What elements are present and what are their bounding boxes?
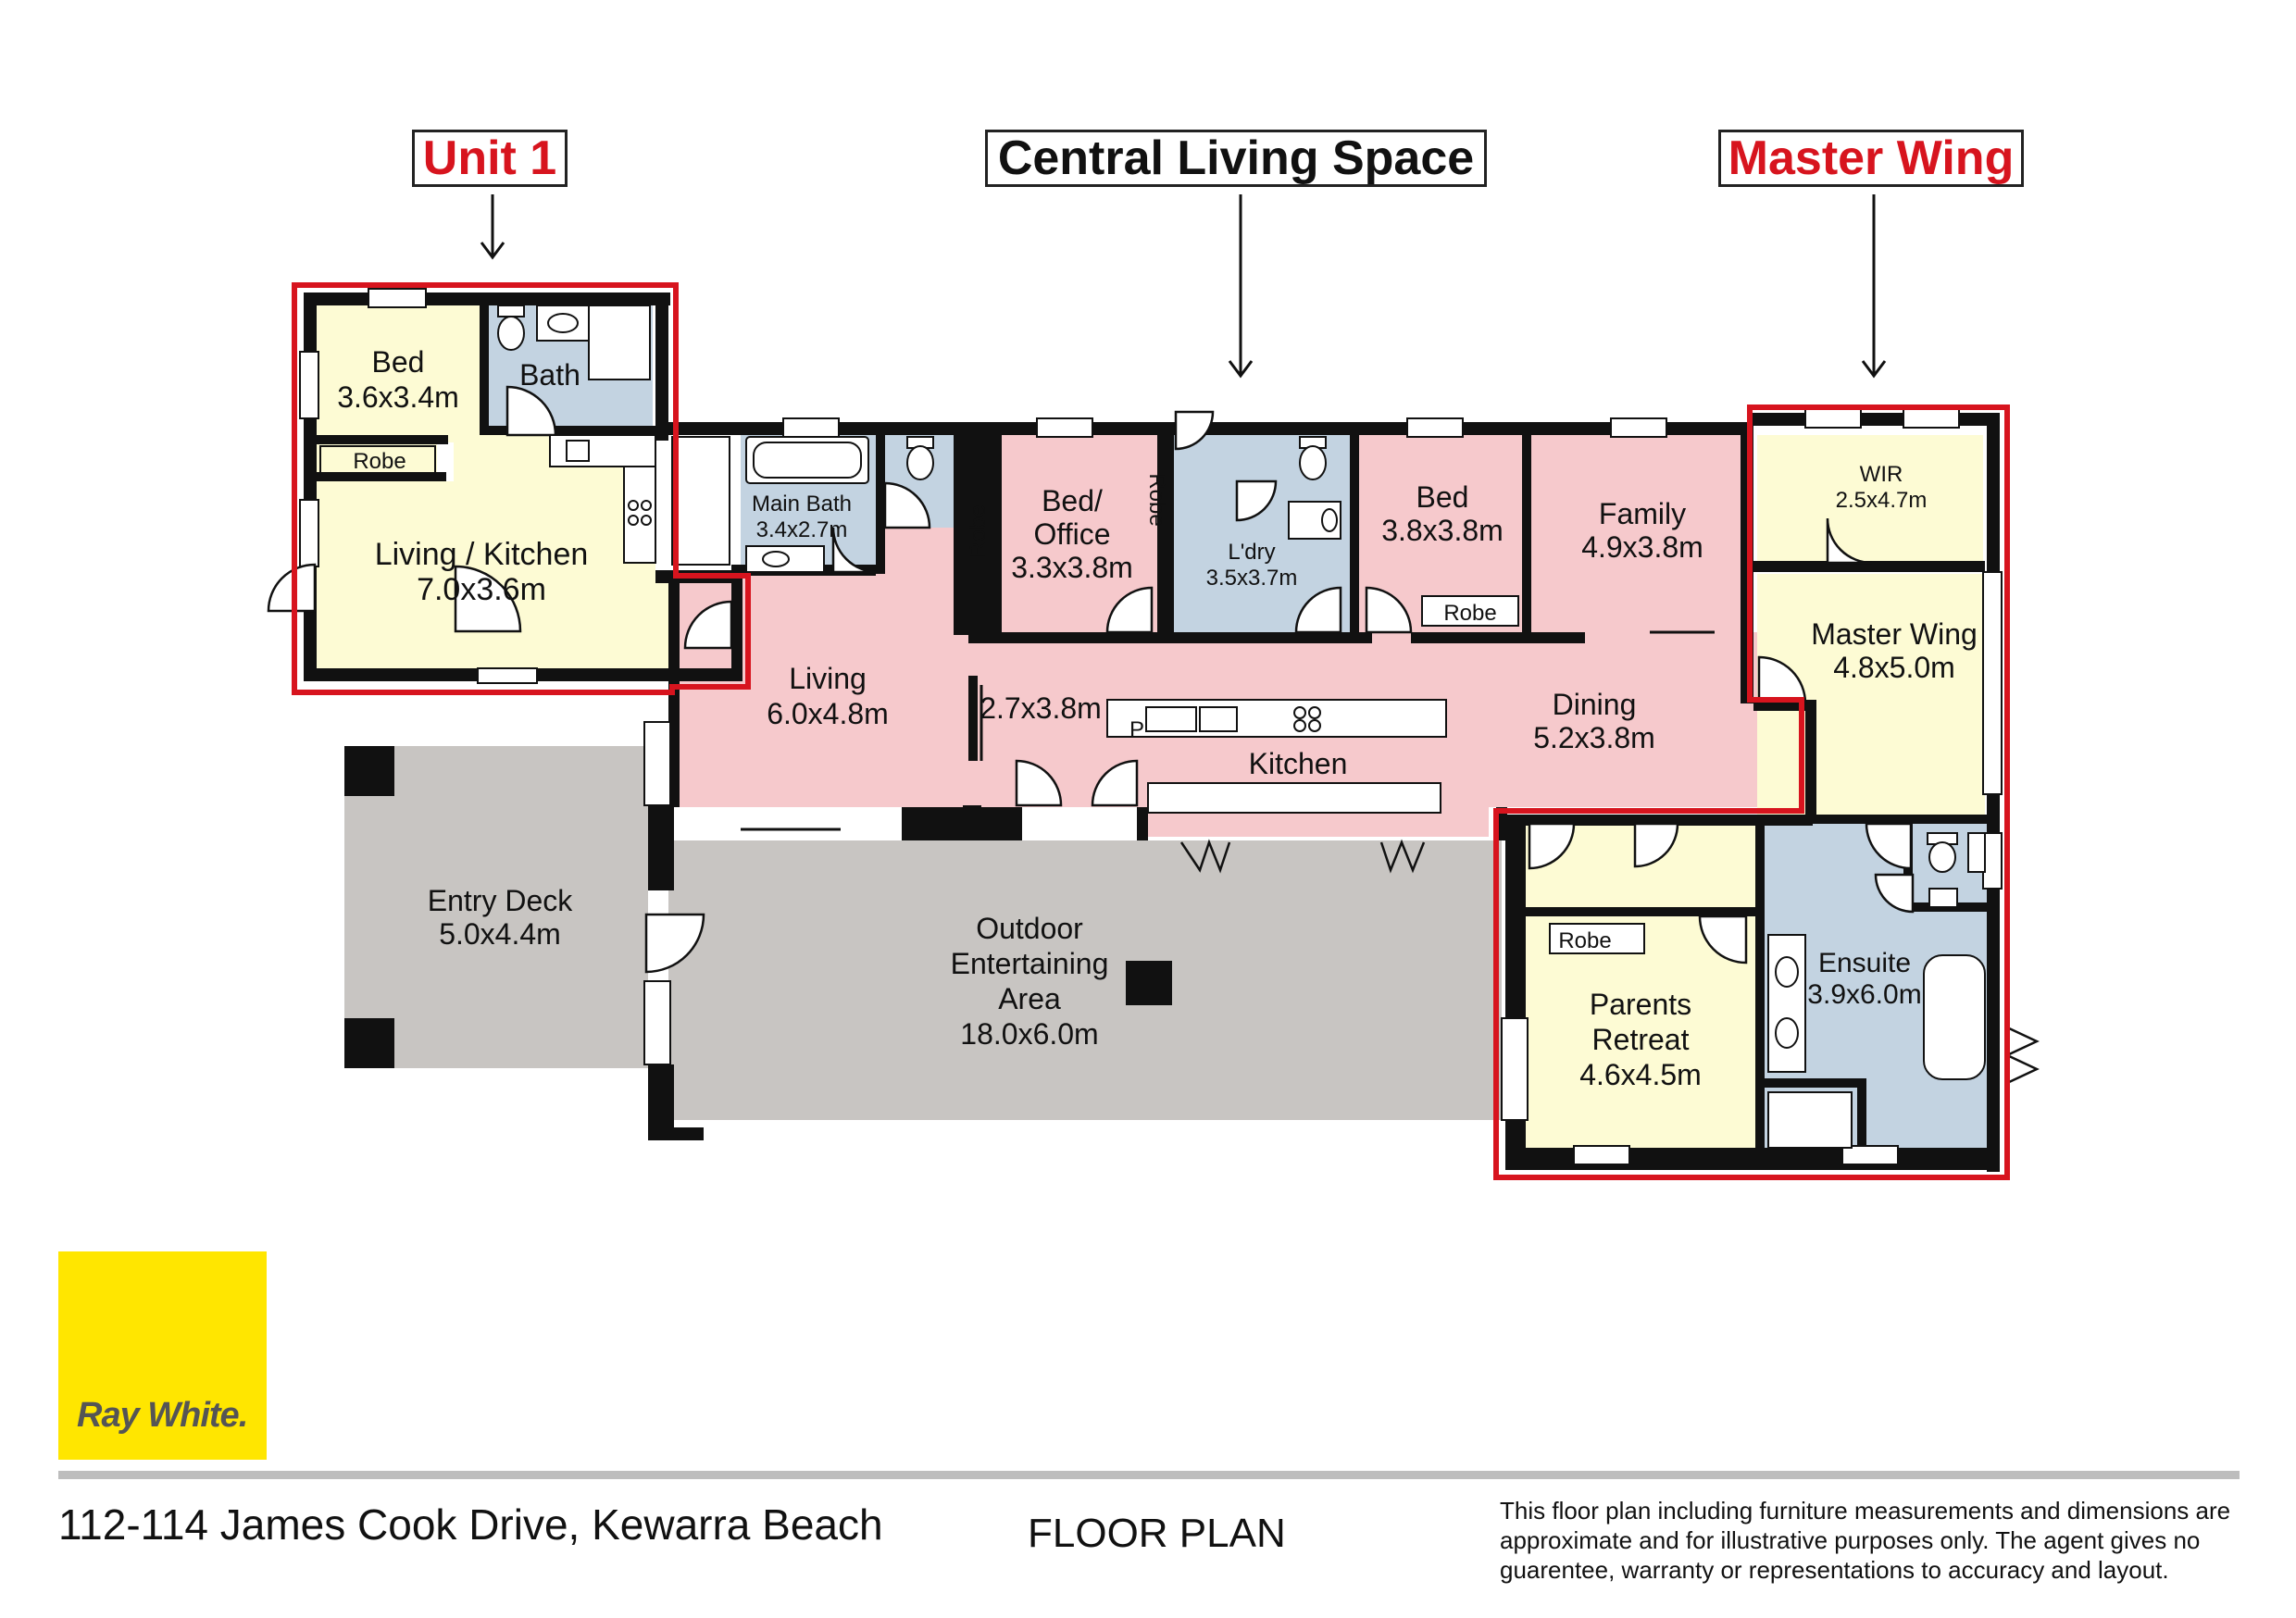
outdoor-floor [668,840,1502,1120]
parents-label-2: Retreat [1592,1023,1690,1056]
robe-v1-label: Robe [966,504,991,557]
entry-deck-size: 5.0x4.4m [439,917,561,951]
unit-bed-floor [315,304,480,442]
outdoor-label-1: Outdoor [976,912,1083,945]
callout-arrows [480,194,1887,379]
bed2-label: Bed [1416,480,1469,514]
entry-deck-label: Entry Deck [428,884,573,917]
bed-office-size: 3.3x3.8m [1011,551,1133,584]
callout-unit-1: Unit 1 [412,130,568,187]
unit-kitchen-bench-side [623,466,656,564]
laundry-size: 3.5x3.7m [1206,566,1298,591]
unit-shower [588,305,651,380]
parents-size: 4.6x4.5m [1579,1058,1702,1091]
unit-robe-box [319,445,436,475]
sliding-doors [741,630,1963,831]
family-label: Family [1599,497,1686,530]
unit-bed-size: 3.6x3.4m [337,380,459,414]
wir-floor [1757,435,1983,563]
kitchen-label: Kitchen [1249,747,1348,780]
dining-label: Dining [1553,688,1637,721]
callout-master-wing: Master Wing [1718,130,2024,187]
unit-bed-label: Bed [372,345,425,379]
doors [267,385,2040,1085]
walls [304,292,2000,1172]
floor-plan-label: FLOOR PLAN [1028,1511,1286,1556]
ensuite-size: 3.9x6.0m [1807,979,1921,1010]
footer-divider [58,1471,2240,1479]
outdoor-size: 18.0x6.0m [960,1017,1098,1051]
laundry-label: L'dry [1228,540,1275,565]
ray-white-logo-text: Ray White. [77,1396,248,1435]
kitchen-pantry: P [1129,717,1144,742]
fixtures [497,305,1986,1149]
master-label: Master Wing [1811,617,1978,651]
unit-bath-label: Bath [519,358,580,392]
bed-office-label: Bed/ [1042,484,1103,517]
bed2-robe-label: Robe [1443,601,1496,626]
ensuite-label: Ensuite [1818,948,1911,978]
room-labels: Bed 3.6x3.4m Bath Robe Living / Kitchen … [337,345,1978,1091]
unit-toilet [497,305,525,317]
central-living-floor [668,528,1802,807]
unit-living-label: Living / Kitchen [375,537,589,572]
robe-v2-label: Robe [1144,473,1169,526]
unit1-outline [292,282,751,695]
main-bath-label: Main Bath [752,492,852,517]
ray-white-logo: Ray White. [58,1251,267,1460]
ensuite-vanity [1767,934,1806,1073]
entry-deck-floor [344,746,648,1068]
floor-fills [315,304,1996,1148]
master-size: 4.8x5.0m [1833,651,1955,684]
callout-central-living: Central Living Space [985,130,1487,187]
unit-robe-label: Robe [353,449,406,474]
parents-label-1: Parents [1590,988,1691,1021]
outdoor-label-2: Entertaining [951,947,1109,980]
bed-office-label-2: Office [1034,517,1111,551]
parents-robe-label: Robe [1558,928,1611,953]
main-bath-size: 3.4x2.7m [756,517,848,542]
living-size: 6.0x4.8m [767,697,889,730]
bed2-size: 3.8x3.8m [1381,514,1504,547]
master-outline [1493,404,2010,1180]
wing-outlines [292,282,2010,1180]
windows [299,288,2003,1165]
living-label: Living [789,662,867,695]
property-address: 112-114 James Cook Drive, Kewarra Beach [58,1500,883,1549]
back-bench [1147,782,1441,814]
outdoor-label-3: Area [998,982,1061,1015]
family-floor [1529,435,1741,632]
disclaimer-text: This floor plan including furniture meas… [1500,1497,2231,1584]
kitchen-size: 2.7x3.8m [980,691,1102,725]
ensuite-bath [1923,954,1986,1080]
unit-robe-floor [315,442,437,472]
wir-size: 2.5x4.7m [1836,488,1928,513]
parents-floor [1526,824,1755,1148]
dining-size: 5.2x3.8m [1533,721,1655,754]
family-size: 4.9x3.8m [1581,530,1703,564]
unit-living-size: 7.0x3.6m [417,572,546,607]
wir-label: WIR [1860,462,1903,487]
